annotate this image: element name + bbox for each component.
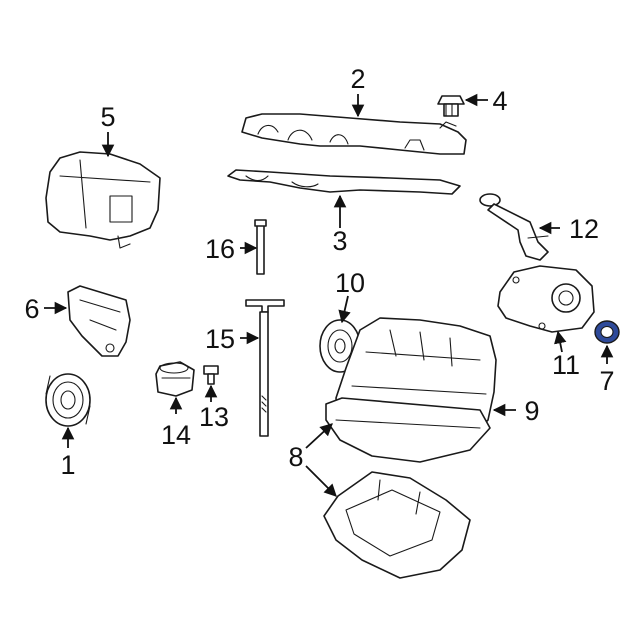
part-6-bracket[interactable] <box>67 285 131 357</box>
callout-5: 5 <box>100 102 115 132</box>
leader-lines <box>44 93 614 497</box>
callout-3: 3 <box>332 226 347 256</box>
callout-15: 15 <box>205 324 235 354</box>
leader-8a <box>305 423 333 449</box>
callout-labels: 2 4 3 5 12 16 6 15 10 9 11 7 1 14 13 8 <box>24 64 614 480</box>
part-12-oil-pickup-tube[interactable] <box>479 193 549 261</box>
callout-11: 11 <box>552 350 580 380</box>
part-7-crankshaft-seal[interactable] <box>594 320 620 344</box>
callout-16: 16 <box>205 234 235 264</box>
part-15-dipstick[interactable] <box>245 299 285 437</box>
part-1-harmonic-balancer[interactable] <box>45 373 91 427</box>
callout-2: 2 <box>350 64 365 94</box>
callout-10: 10 <box>335 268 365 298</box>
leader-11 <box>554 330 567 353</box>
leader-8b <box>305 465 337 497</box>
part-11-oil-pump[interactable] <box>497 265 595 333</box>
callout-14: 14 <box>161 420 191 450</box>
part-3-valve-cover-gasket[interactable] <box>227 169 461 195</box>
callout-6: 6 <box>24 294 39 324</box>
part-4-oil-filler-cap[interactable] <box>437 95 465 117</box>
callout-9: 9 <box>524 396 539 426</box>
part-8-oil-pan[interactable] <box>323 471 471 579</box>
callout-1: 1 <box>60 450 75 480</box>
part-2-valve-cover[interactable] <box>241 113 467 155</box>
callout-7: 7 <box>599 366 614 396</box>
part-13-oil-pressure-switch[interactable] <box>203 365 219 385</box>
callout-12: 12 <box>569 214 599 244</box>
part-5-timing-cover[interactable] <box>45 151 161 249</box>
leader-10 <box>338 295 351 324</box>
callout-8: 8 <box>288 442 303 472</box>
part-14-oil-filter[interactable] <box>155 361 195 397</box>
part-9-engine-block[interactable] <box>325 317 497 463</box>
callout-4: 4 <box>492 86 507 116</box>
part-16-stud[interactable] <box>254 219 267 275</box>
callout-13: 13 <box>199 402 229 432</box>
